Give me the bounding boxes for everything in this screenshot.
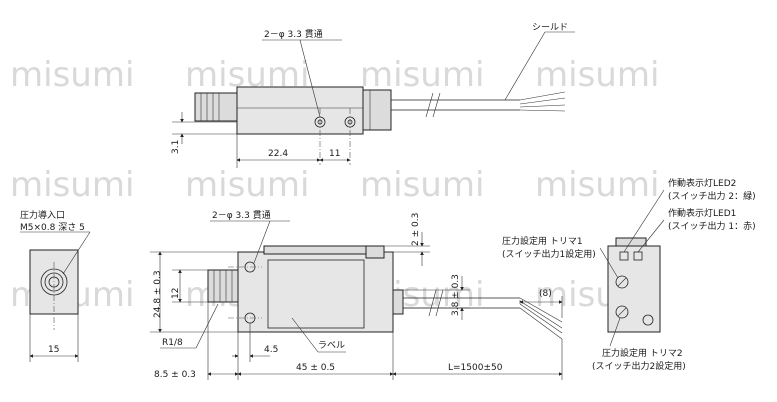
pressure-port-label: 圧力導入口 [20, 209, 65, 221]
trimmer1-title: 圧力設定用 トリマ1 [502, 235, 583, 247]
dim-24-8: 24.8 ± 0.3 [153, 270, 163, 318]
led2-desc: (スイッチ出力 2：緑) [668, 190, 756, 202]
through-hole-label: 2－φ 3.3 貫通 [264, 29, 323, 40]
watermark: misumi [535, 55, 659, 95]
sensor-body-top [236, 86, 364, 135]
dim-2-0-3: 2 ± 0.3 [411, 213, 421, 246]
led2-title: 作動表示灯LED2 [668, 177, 736, 189]
watermark: misumi [10, 165, 134, 205]
left-end-view: 圧力導入口 M5×0.8 深さ 5 15 [20, 209, 91, 362]
led1-desc: (スイッチ出力 1：赤) [668, 220, 756, 232]
r18-label: R1/8 [162, 338, 183, 348]
cable-connector [362, 89, 392, 131]
led1-title: 作動表示灯LED1 [668, 207, 736, 219]
shield-label: シールド [532, 23, 568, 33]
dim-45: 45 ± 0.5 [296, 363, 335, 373]
dim-8: (8) [539, 289, 552, 299]
dim-22-4: 22.4 [268, 149, 288, 159]
watermark: misumi [360, 165, 484, 205]
watermark: misumi [185, 165, 309, 205]
right-end-view: 作動表示灯LED2 (スイッチ出力 2：緑) 作動表示灯LED1 (スイッチ出力… [502, 177, 756, 372]
front-view: 2－φ 3.3 貫通 2 ± 0.3 3.8 ± 0.3 24.8 ± 0.3 … [150, 210, 563, 380]
dim-15: 15 [48, 345, 59, 355]
product-label-area [267, 259, 365, 329]
dim-4-5: 4.5 [264, 345, 278, 355]
dim-3-8: 3.8 ± 0.3 [451, 274, 461, 316]
dim-8-5: 8.5 ± 0.3 [154, 370, 196, 380]
dim-L: L=1500±50 [448, 363, 503, 373]
label-leader-text: ラベル [318, 340, 345, 351]
trimmer2-title: 圧力設定用 トリマ2 [602, 347, 683, 359]
trimmer2 [615, 305, 629, 319]
watermark: misumi [535, 165, 659, 205]
r18-fitting [207, 269, 239, 303]
trimmer2-desc: (スイッチ出力2設定用) [592, 360, 686, 372]
top-view: シールド 2－φ 3.3 貫通 22.4 11 3.1 [171, 23, 575, 168]
dim-3-1: 3.1 [171, 140, 181, 154]
watermark: misumi [360, 55, 484, 95]
watermark: misumi [10, 55, 134, 95]
dim-12: 12 [171, 288, 181, 299]
trimmer1 [615, 275, 629, 289]
trimmer1-desc: (スイッチ出力1設定用) [502, 248, 596, 260]
sensor-body-front [237, 251, 394, 333]
dim-11: 11 [329, 149, 340, 159]
through-hole-label-front: 2－φ 3.3 貫通 [212, 210, 271, 221]
port-spec-label: M5×0.8 深さ 5 [20, 222, 85, 233]
port-fitting [194, 92, 238, 122]
